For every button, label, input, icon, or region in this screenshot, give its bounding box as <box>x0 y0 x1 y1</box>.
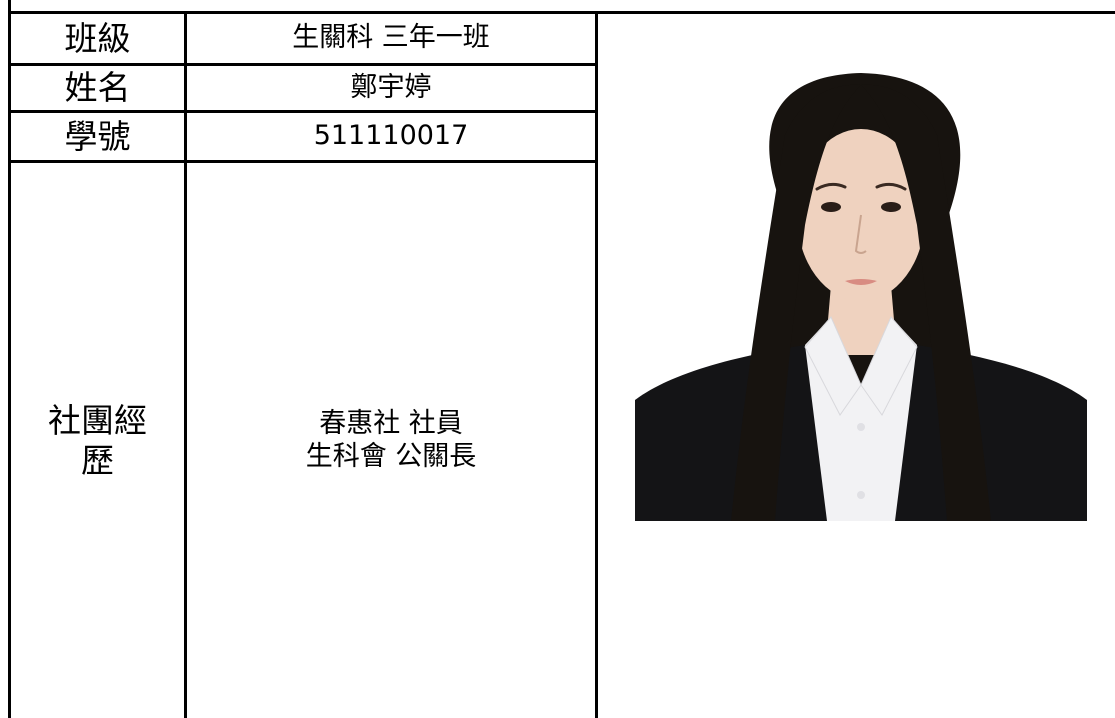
name-value: 鄭宇婷 <box>350 71 432 103</box>
club-experience-value: 春惠社 社員 生科會 公關長 <box>187 163 595 718</box>
portrait-photo <box>635 55 1087 521</box>
hair-right-strand <box>861 84 991 521</box>
eye-left <box>821 202 841 212</box>
class-value: 生關科 三年一班 <box>292 22 490 54</box>
club-value-line-1: 春惠社 社員 <box>319 407 463 439</box>
mouth <box>845 279 877 285</box>
collar-right <box>860 316 918 416</box>
portrait-illustration <box>635 55 1087 521</box>
club-experience-label: 社團經 歷 <box>11 163 184 718</box>
student-id-value: 511110017 <box>313 120 469 152</box>
top-border <box>8 11 1115 14</box>
hair-left-strand <box>731 84 861 521</box>
collar-left <box>804 316 862 416</box>
column-divider-2 <box>595 11 598 718</box>
eyebrow-left <box>815 182 847 191</box>
neck <box>825 285 897 355</box>
eyebrow-right <box>875 182 907 191</box>
row-divider-2 <box>8 110 598 113</box>
row-divider-1 <box>8 63 598 66</box>
column-divider-1 <box>184 11 187 718</box>
class-label: 班級 <box>64 18 131 58</box>
club-label-line-1: 社團經 <box>48 400 147 440</box>
eye-right <box>881 202 901 212</box>
shirt-button <box>857 423 865 431</box>
name-label: 姓名 <box>64 68 131 108</box>
row-divider-3 <box>8 160 598 163</box>
student-id-label: 學號 <box>64 116 131 156</box>
left-border <box>8 0 11 718</box>
club-value-line-2: 生科會 公關長 <box>305 440 477 472</box>
nose <box>854 214 867 254</box>
shirt-button <box>857 491 865 499</box>
club-label-line-2: 歷 <box>81 440 114 480</box>
